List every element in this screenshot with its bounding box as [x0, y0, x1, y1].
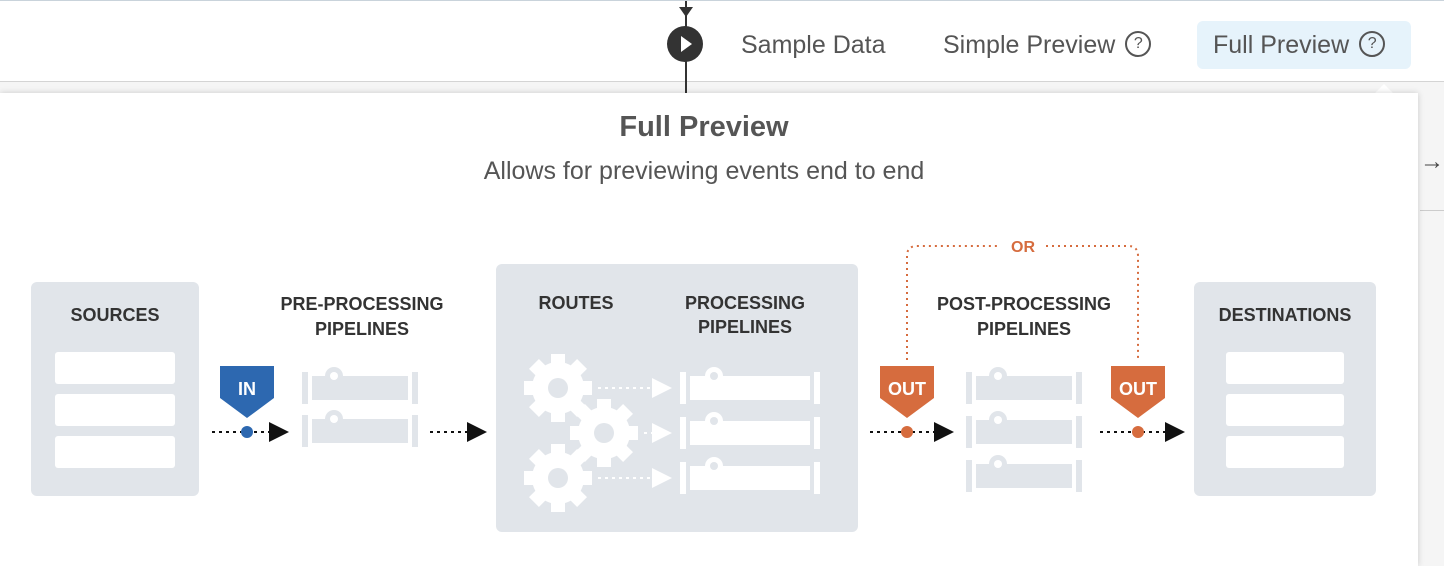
routes-processing-box: ROUTES PROCESSING PIPELINES	[496, 264, 858, 532]
pipeline-diagram: SOURCES IN PRE-PROCESSING PIPELINES ROUT…	[31, 239, 1376, 532]
pipeline-icon	[966, 455, 1082, 492]
gear-icon	[524, 444, 592, 512]
pipeline-icon	[302, 367, 418, 404]
play-icon[interactable]	[667, 26, 703, 62]
post-processing-label: POST-PROCESSING	[937, 294, 1111, 314]
or-label: OR	[1011, 239, 1035, 256]
timeline-marker	[679, 7, 693, 17]
pre-processing-label: PRE-PROCESSING	[280, 294, 443, 314]
sources-box: SOURCES	[31, 282, 199, 496]
processing-label: PROCESSING	[685, 293, 805, 313]
tab-simple-preview[interactable]: Simple Preview?	[943, 21, 1152, 69]
help-circle-icon[interactable]: ?	[1359, 31, 1386, 58]
popover-subtitle: Allows for previewing events end to end	[483, 157, 925, 185]
pipeline-icon	[966, 411, 1082, 448]
popover-caret	[1374, 84, 1394, 94]
help-circle-icon[interactable]: ?	[1125, 31, 1152, 58]
arrow-right-icon[interactable]: →	[1420, 148, 1444, 175]
full-preview-popover: Full Preview Allows for previewing event…	[0, 93, 1418, 566]
divider	[1420, 210, 1444, 211]
out-badge: OUT	[880, 366, 934, 418]
routes-label: ROUTES	[538, 293, 613, 313]
tab-sample-data-label: Sample Data	[741, 31, 886, 59]
in-dot	[241, 426, 253, 438]
pre-processing-label-2: PIPELINES	[315, 319, 409, 339]
destinations-box: DESTINATIONS	[1194, 282, 1376, 496]
tab-simple-preview-label: Simple Preview	[943, 31, 1116, 59]
in-badge-label: IN	[238, 379, 256, 399]
popover-title: Full Preview	[619, 111, 789, 143]
out-badge: OUT	[1111, 366, 1165, 418]
out-dot	[901, 426, 913, 438]
pipeline-icon	[966, 367, 1082, 404]
preview-toolbar: Sample Data Simple Preview? Full Preview…	[0, 0, 1444, 93]
sources-label: SOURCES	[70, 305, 159, 325]
out-badge-label: OUT	[888, 379, 926, 399]
tab-full-preview[interactable]: Full Preview?	[1197, 21, 1411, 69]
tab-full-preview-label: Full Preview	[1213, 31, 1350, 59]
tab-sample-data[interactable]: Sample Data	[741, 21, 886, 69]
or-bracket	[906, 245, 1139, 360]
out-dot	[1132, 426, 1144, 438]
post-processing-label-2: PIPELINES	[977, 319, 1071, 339]
processing-label-2: PIPELINES	[698, 317, 792, 337]
destinations-label: DESTINATIONS	[1219, 305, 1352, 325]
out-badge-label: OUT	[1119, 379, 1157, 399]
in-badge: IN	[220, 366, 274, 418]
pipeline-icon	[302, 410, 418, 447]
